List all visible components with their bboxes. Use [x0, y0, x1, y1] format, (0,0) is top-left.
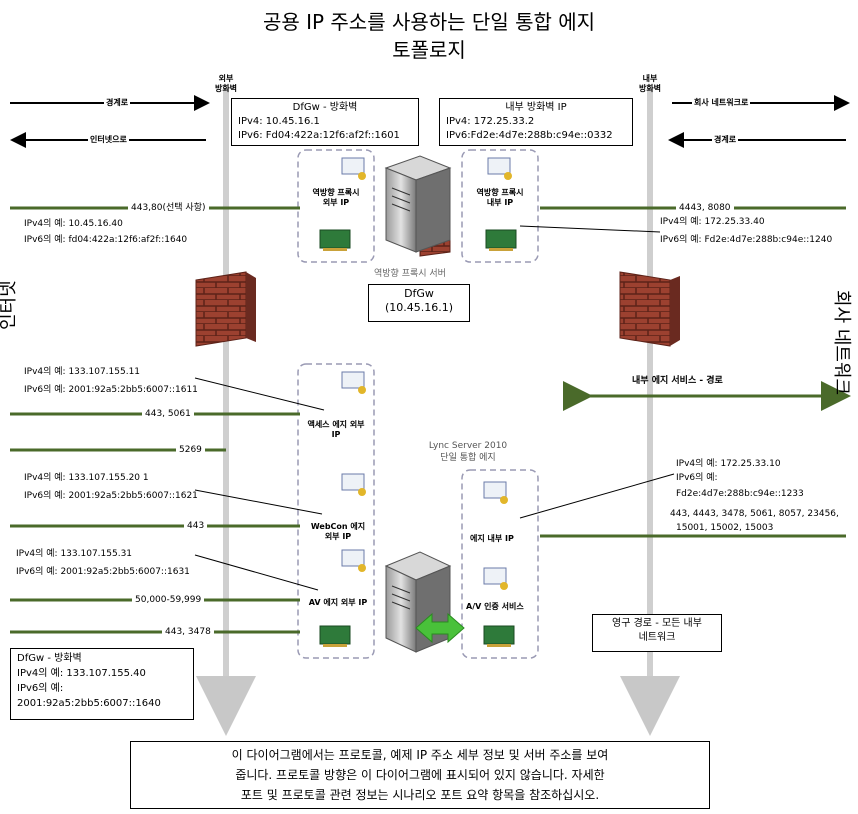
webcon-ipv6: IPv6의 예: 2001:92a5:2bb5:6007::1621: [24, 491, 198, 501]
arrow-label-perimeter-right: 경계로: [712, 135, 739, 145]
certificate-icon: [487, 157, 511, 175]
diagram-title-line1: 공용 IP 주소를 사용하는 단일 통합 에지: [262, 10, 596, 34]
av-edge-ports1: 50,000-59,999: [132, 594, 205, 606]
arrow-label-internet: 인터넷으로: [88, 135, 129, 145]
dfgw-firewall-box: DfGw - 방화벽 IPv4: 10.45.16.1 IPv6: Fd04:4…: [231, 98, 419, 146]
access-edge-ports1: 443, 5061: [142, 408, 194, 420]
webcon-ipv4: IPv4의 예: 133.107.155.20 1: [24, 473, 149, 483]
edge-internal-ipv6-label: IPv6의 예:: [676, 473, 718, 483]
internal-firewall-icon: [619, 271, 680, 347]
edge-internal-ports-2: 15001, 15002, 15003: [676, 523, 774, 533]
av-edge-ipv4: IPv4의 예: 133.107.155.31: [16, 549, 133, 559]
corp-network-label: 회사 네트워크: [831, 290, 852, 396]
access-edge-ipv4: IPv4의 예: 133.107.155.11: [24, 367, 141, 377]
certificate-icon: [483, 481, 507, 499]
certificate-icon: [483, 567, 507, 585]
internal-firewall-ip-box: 내부 방화벽 IP IPv4: 172.25.33.2 IPv6:Fd2e:4d…: [439, 98, 633, 146]
av-edge-ipv6: IPv6의 예: 2001:92a5:2bb5:6007::1631: [16, 567, 190, 577]
diagram-title-line2: 토폴로지: [392, 38, 466, 62]
internal-edge-services-label: 내부 에지 서비스 - 경로: [632, 376, 723, 386]
certificate-icon: [341, 549, 365, 567]
external-firewall-icon: [195, 271, 256, 347]
edge-internal-group: [461, 469, 539, 659]
edge-internal-ip-label: 에지 내부 IP: [470, 534, 514, 543]
internet-label: 인터넷: [0, 280, 19, 330]
edge-internal-ports-1: 443, 4443, 3478, 5061, 8057, 23456,: [670, 509, 839, 519]
certificate-icon: [341, 157, 365, 175]
network-card-icon: [483, 625, 515, 645]
rp-int-ipv6: IPv6의 예: Fd2e:4d7e:288b:c94e::1240: [660, 235, 833, 245]
certificate-icon: [341, 473, 365, 491]
rp-server-box: DfGw(10.45.16.1): [368, 284, 470, 322]
edge-internal-ipv4: IPv4의 예: 172.25.33.10: [676, 459, 781, 469]
certificate-icon: [341, 371, 365, 389]
network-card-icon: [319, 625, 351, 645]
access-edge-ports2: 5269: [176, 444, 205, 456]
network-card-icon: [319, 229, 351, 249]
access-edge-ipv6: IPv6의 예: 2001:92a5:2bb5:6007::1611: [24, 385, 198, 395]
rp-ext-ipv4: IPv4의 예: 10.45.16.40: [24, 219, 123, 229]
av-edge-label: AV 에지 외부 IP: [308, 598, 368, 607]
av-auth-service-label: A/V 인증 서비스: [466, 602, 524, 611]
av-edge-ports2: 443, 3478: [162, 626, 214, 638]
arrow-label-corp: 회사 네트워크로: [692, 98, 751, 108]
rp-int-ports: 4443, 8080: [676, 202, 734, 214]
reverse-proxy-server-icon: [384, 155, 452, 253]
rp-external-group: [297, 149, 375, 263]
webcon-ports: 443: [184, 520, 208, 532]
network-card-icon: [485, 229, 517, 249]
rp-ext-ports: 443,80(선택 사항): [128, 202, 209, 214]
dfgw-bottom-box: DfGw - 방화벽 IPv4의 예: 133.107.155.40 IPv6의…: [10, 648, 194, 720]
edge-server-icon: [384, 551, 465, 653]
rp-internal-group: [461, 149, 539, 263]
edge-internal-ipv6: Fd2e:4d7e:288b:c94e::1233: [676, 489, 804, 499]
rp-ext-ipv6: IPv6의 예: fd04:422a:12f6:af2f::1640: [24, 235, 188, 245]
footer-note: 이 다이어그램에서는 프로토콜, 예제 IP 주소 세부 정보 및 서버 주소를…: [130, 741, 710, 809]
edge-external-group: [297, 363, 375, 659]
rp-server-label: 역방향 프록시 서버: [374, 269, 446, 279]
rp-int-ipv4: IPv4의 예: 172.25.33.40: [660, 217, 765, 227]
arrow-label-perimeter: 경계로: [104, 98, 131, 108]
